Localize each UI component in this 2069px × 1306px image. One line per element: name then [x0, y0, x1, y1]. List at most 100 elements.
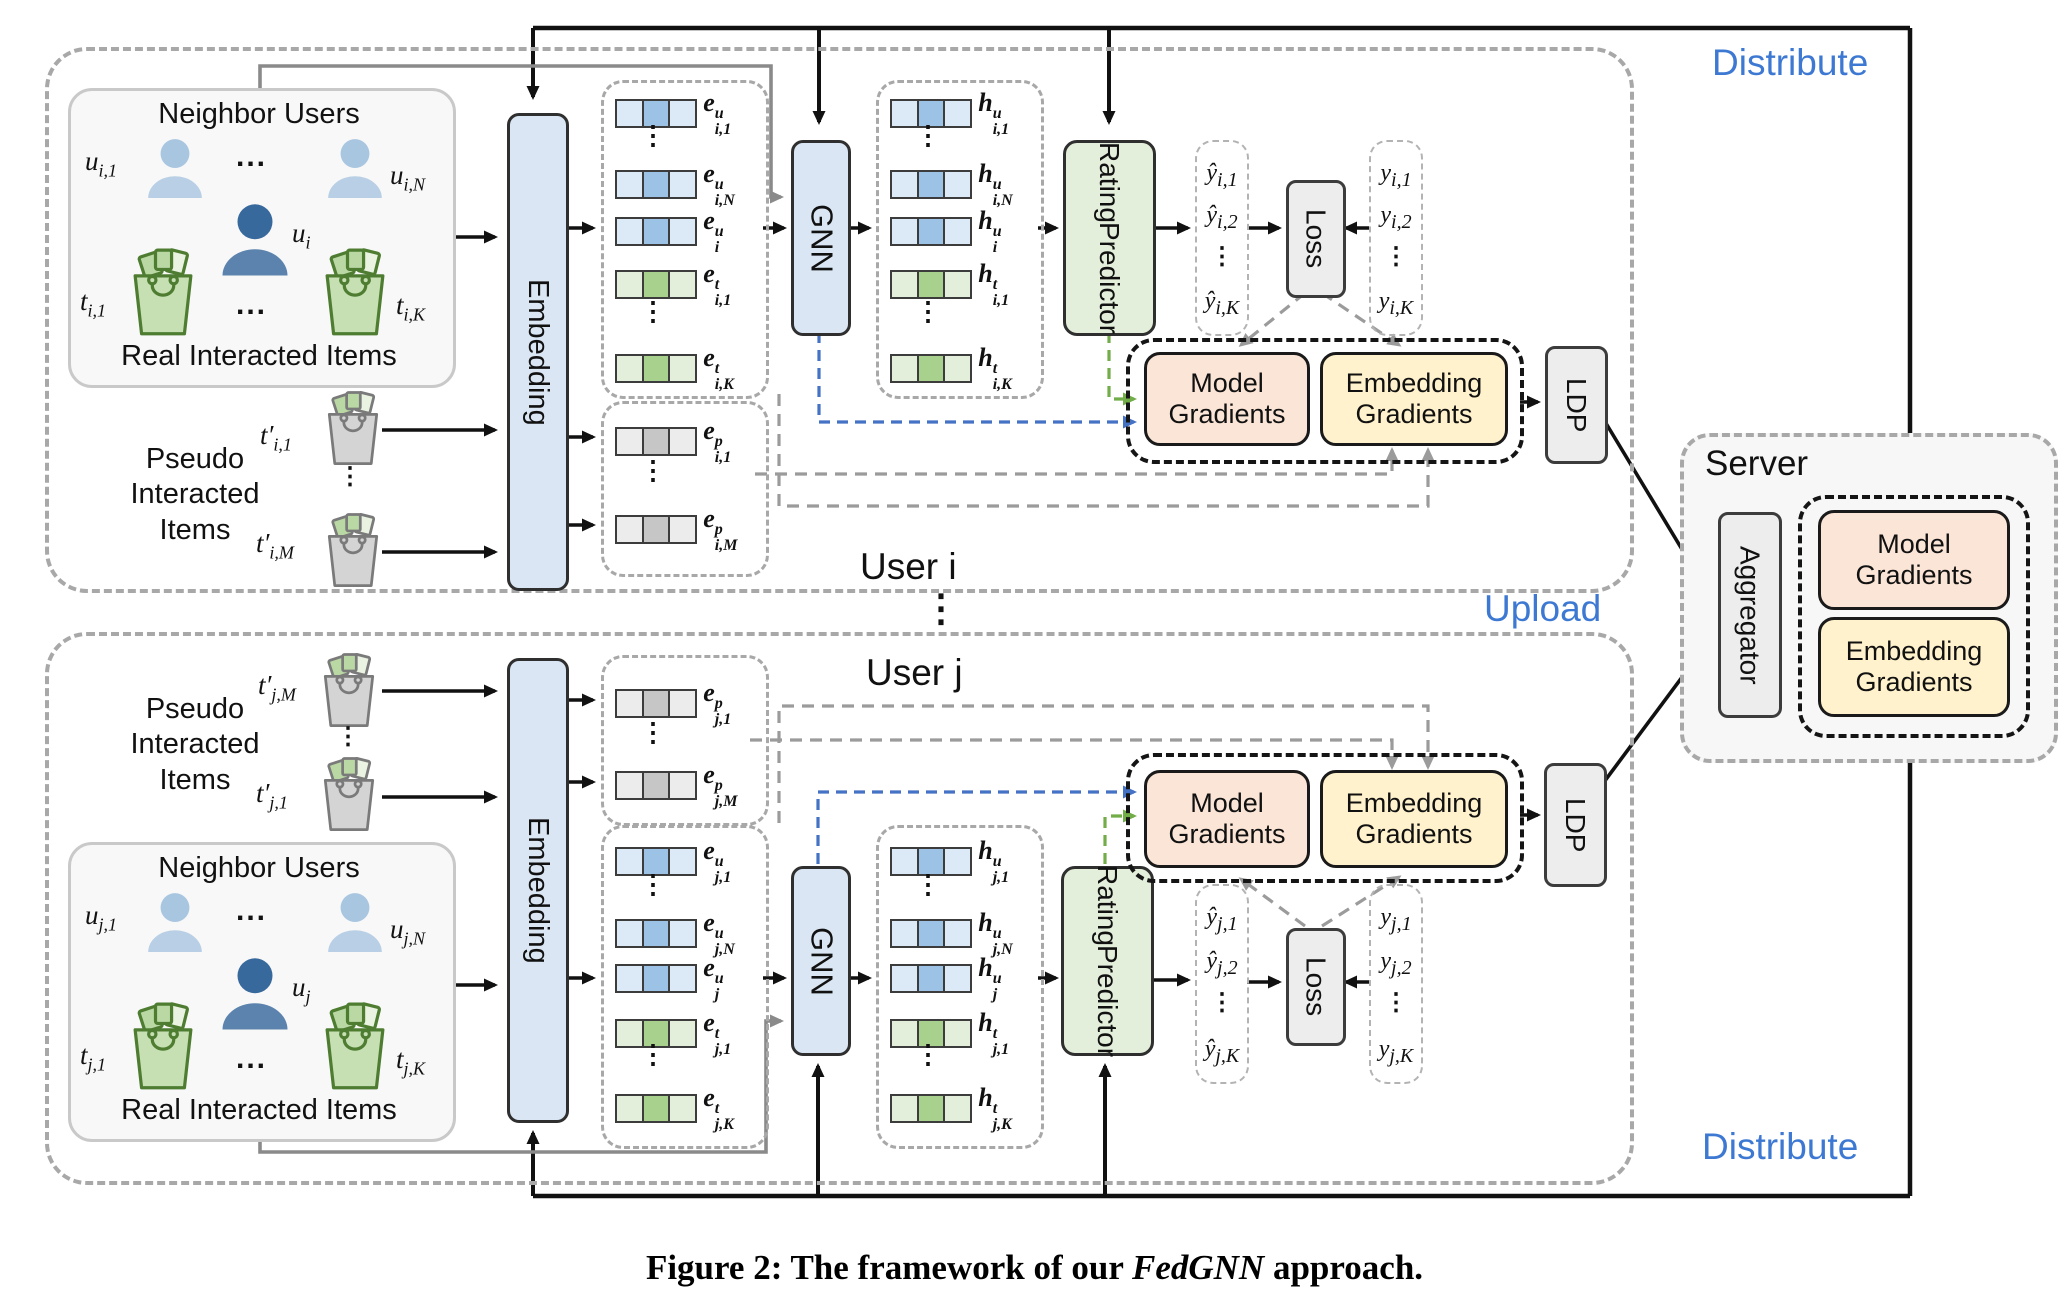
- shopping-bag-icon: [318, 1002, 392, 1092]
- ellipsis-vertical: ⋮: [1210, 244, 1234, 270]
- rating-value-label: yi,K: [1378, 288, 1414, 319]
- user-j-loss-block: Loss: [1286, 928, 1346, 1046]
- shopping-bag-icon: [126, 248, 200, 338]
- distribute-bottom-label: Distribute: [1702, 1126, 1859, 1167]
- server-gradients-container: [1798, 495, 2030, 738]
- rating-value-label: yj,K: [1378, 1036, 1414, 1067]
- graph-to-gnn-wires: [258, 64, 784, 1154]
- pseudo-bag-icon: [318, 756, 380, 834]
- user-i-loss-block: Loss: [1286, 180, 1346, 298]
- t-prime-j1-label: t′j,1: [256, 778, 288, 813]
- neighbor-users-title: Neighbor Users: [158, 98, 360, 130]
- u-i1-label: ui,1: [85, 146, 118, 181]
- shopping-bag-icon: [126, 1002, 200, 1092]
- pseudo-bag-icon: [322, 390, 384, 468]
- ellipsis-vertical: ⋮: [1384, 244, 1408, 270]
- server-model-gradients: Model Gradients: [1818, 510, 2010, 610]
- user-j-embedding-gradients: Embedding Gradients: [1320, 770, 1508, 868]
- user-i-pipeline-arrows: [382, 221, 1714, 602]
- users-ellipsis: ⋮: [922, 588, 960, 630]
- real-interacted-items-label: Real Interacted Items: [121, 340, 397, 372]
- u-jN-label: uj,N: [390, 914, 426, 949]
- rating-value-label: ŷj,1: [1206, 904, 1238, 935]
- user-j-rating-predictor-block: Rating Predictor: [1061, 865, 1154, 1058]
- user-icon: [142, 131, 208, 203]
- gradient-dashed-wires: [750, 291, 1435, 928]
- pseudo-items-label: Pseudo Interacted Items: [130, 443, 260, 546]
- user-j-title: User j: [866, 652, 963, 693]
- user-icon-central: [215, 196, 295, 280]
- t-jK-label: tj,K: [396, 1044, 426, 1079]
- t-prime-i1-label: t′i,1: [260, 420, 292, 455]
- ellipsis: ...: [236, 140, 268, 173]
- rating-value-label: ŷj,K: [1204, 1036, 1240, 1067]
- predictor-gradient-wires: [1103, 332, 1137, 864]
- ellipsis-vertical: ⋮: [338, 464, 362, 490]
- t-prime-iM-label: t′i,M: [256, 528, 294, 563]
- user-j-embedding-block: Embedding: [507, 658, 569, 1123]
- user-i-neighbor-box: [68, 88, 456, 388]
- u-j-label: uj: [292, 972, 311, 1007]
- rating-value-label: yi,2: [1380, 202, 1412, 233]
- rating-value-label: yj,1: [1380, 904, 1412, 935]
- ellipsis-vertical: ⋮: [1210, 990, 1234, 1016]
- ellipsis: ...: [236, 894, 268, 927]
- t-iK-label: ti,K: [396, 290, 426, 325]
- pseudo-bag-icon: [318, 652, 380, 730]
- ellipsis-vertical: ⋮: [640, 456, 666, 485]
- t-i1-label: ti,1: [80, 286, 107, 321]
- user-i-model-gradients: Model Gradients: [1144, 352, 1310, 446]
- user-icon: [142, 885, 208, 957]
- user-i-rating-predictor-block: Rating Predictor: [1063, 140, 1156, 336]
- u-j1-label: uj,1: [85, 900, 118, 935]
- upload-label: Upload: [1484, 588, 1602, 629]
- distribute-path: [533, 25, 1913, 1199]
- ellipsis: ...: [236, 288, 268, 321]
- ellipsis: ...: [236, 1042, 268, 1075]
- user-i-title: User i: [860, 546, 957, 587]
- ellipsis-vertical: ⋮: [1384, 990, 1408, 1016]
- user-i-ldp-block: LDP: [1545, 346, 1608, 464]
- rating-value-label: ŷi,1: [1206, 160, 1238, 191]
- user-i-embedding-gradients: Embedding Gradients: [1320, 352, 1508, 446]
- user-i-gnn-block: GNN: [791, 140, 851, 336]
- user-j-ldp-block: LDP: [1544, 763, 1607, 887]
- server-title: Server: [1705, 444, 1809, 483]
- real-interacted-items-label: Real Interacted Items: [121, 1094, 397, 1126]
- rating-value-label: ŷj,2: [1206, 948, 1238, 979]
- ellipsis-vertical: ⋮: [915, 121, 941, 150]
- ellipsis-vertical: ⋮: [915, 1040, 941, 1069]
- ellipsis-vertical: ⋮: [640, 297, 666, 326]
- gnn-gradient-wires: [816, 332, 1137, 864]
- figure-caption: Figure 2: The framework of our FedGNN ap…: [645, 1248, 1424, 1287]
- user-j-model-gradients: Model Gradients: [1144, 770, 1310, 868]
- server-embedding-gradients: Embedding Gradients: [1818, 617, 2010, 717]
- user-j-neighbor-box: [68, 842, 456, 1142]
